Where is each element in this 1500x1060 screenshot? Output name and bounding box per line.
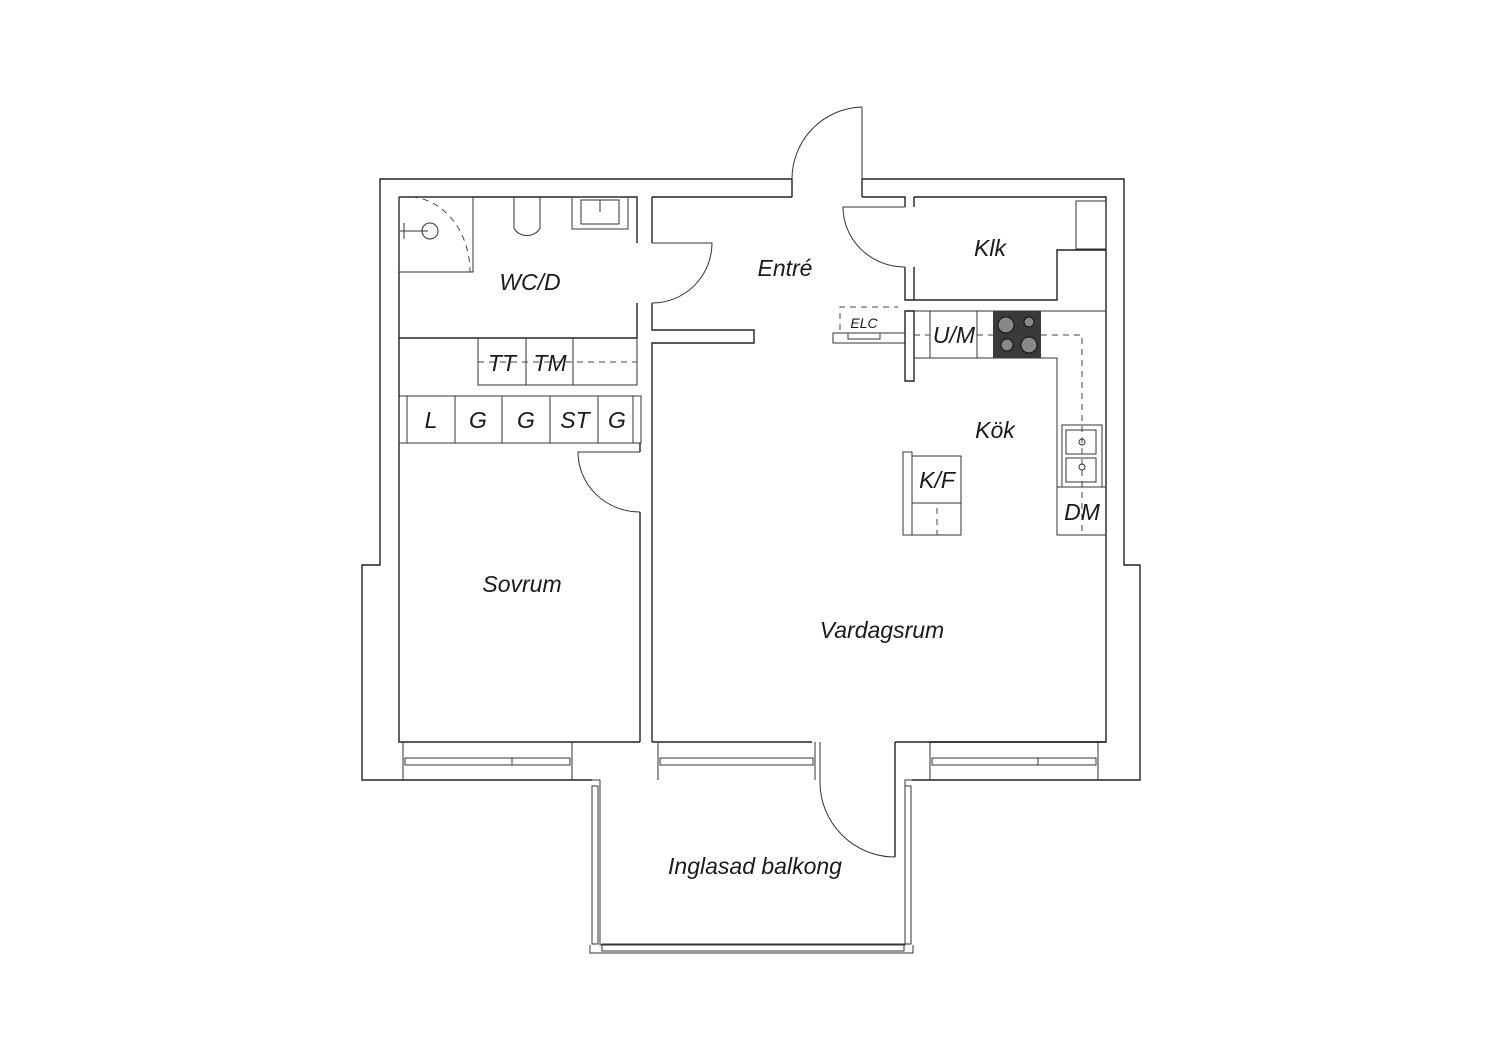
plan-line	[591, 785, 599, 945]
plan-line	[400, 223, 428, 239]
plan-line	[652, 196, 906, 207]
plan-line	[1078, 438, 1086, 446]
plan-line	[659, 757, 814, 766]
plan-line	[1000, 338, 1014, 352]
toilet-icon	[513, 197, 541, 236]
wardrobe-label: G	[608, 407, 626, 433]
room-label-kok: Kök	[975, 417, 1016, 443]
label-tm: TM	[533, 350, 567, 376]
closet-door	[842, 206, 906, 268]
plan-line	[791, 179, 863, 197]
plan-line	[904, 197, 1106, 301]
wardrobe-label: L	[425, 407, 438, 433]
plan-line	[398, 197, 640, 743]
label-kf: K/F	[919, 467, 957, 493]
plan-line	[651, 197, 755, 742]
balcony: Inglasad balkong	[589, 742, 914, 954]
plan-line	[791, 106, 863, 180]
plan-line	[832, 332, 906, 344]
room-label-vardagsrum: Vardagsrum	[820, 617, 944, 643]
balcony-door	[819, 742, 896, 858]
entrance-door[interactable]	[791, 106, 863, 197]
outer-walls	[361, 178, 1141, 781]
plan-line	[361, 178, 792, 781]
plan-line	[398, 395, 642, 444]
wardrobe-label: G	[469, 407, 487, 433]
bedroom-door	[577, 451, 641, 513]
plan-line	[402, 742, 1099, 780]
label-tt: TT	[488, 350, 518, 376]
sink-cabinet	[571, 196, 629, 230]
plan-line	[1078, 463, 1086, 471]
plan-line	[839, 306, 898, 330]
electrical-cabinet: ELC	[832, 306, 906, 344]
plan-line	[399, 196, 638, 339]
shower	[398, 196, 474, 273]
plan-line	[914, 334, 1083, 535]
plan-line	[601, 943, 905, 952]
wardrobe-label: G	[517, 407, 535, 433]
plan-line	[904, 785, 912, 945]
plan-line	[997, 316, 1015, 334]
plan-line	[1075, 200, 1107, 250]
plan-line	[1020, 336, 1038, 354]
plan-line	[592, 779, 912, 946]
room-label-entre: Entré	[758, 255, 813, 281]
room-label-balkong: Inglasad balkong	[668, 853, 842, 879]
plan-line	[904, 310, 915, 382]
plan-line	[411, 196, 471, 273]
plan-line	[902, 451, 913, 536]
room-label-wc: WC/D	[499, 269, 560, 295]
wardrobes: L G G ST G	[398, 395, 642, 444]
plan-line	[1023, 316, 1035, 328]
label-dm: DM	[1064, 499, 1101, 525]
kitchen: U/M DM K/F Kök	[902, 310, 1106, 536]
plan-line	[1065, 429, 1097, 455]
bathroom: WC/D	[398, 196, 755, 742]
plan-line	[406, 396, 634, 443]
closet: Klk	[842, 197, 1107, 301]
label-um: U/M	[933, 322, 976, 348]
wardrobe-label: ST	[560, 407, 591, 433]
room-label-sovrum: Sovrum	[482, 571, 561, 597]
plan-line	[847, 332, 881, 340]
plan-line	[862, 178, 1141, 781]
plan-line	[1065, 457, 1097, 483]
laundry-units: TT TM	[477, 338, 638, 386]
plan-line	[931, 757, 1097, 766]
bathroom-door	[651, 242, 713, 304]
label-elc: ELC	[850, 315, 878, 331]
bedroom: Sovrum	[482, 443, 641, 742]
windows	[402, 741, 1106, 780]
room-label-klk: Klk	[974, 235, 1007, 261]
plan-line	[404, 757, 571, 766]
plan-line	[589, 945, 914, 954]
